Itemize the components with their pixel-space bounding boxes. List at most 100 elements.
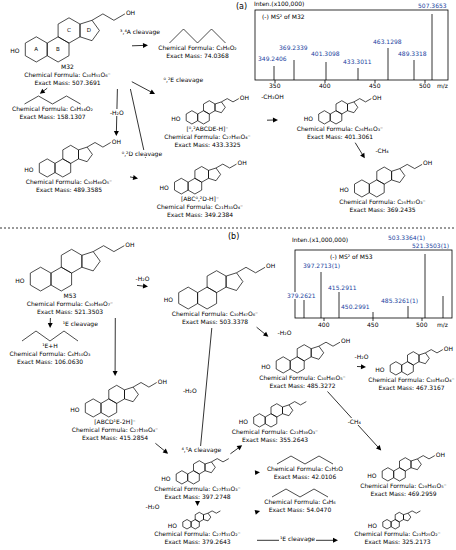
side-chain: [211, 459, 228, 462]
panel-label: (a): [236, 2, 247, 11]
arrow-label: -H₂O: [354, 353, 370, 360]
arrow-head: [263, 332, 268, 337]
ring: [205, 462, 215, 473]
arrow-label: ¹E cleavage: [279, 535, 316, 542]
formula-text: Exact Mass: 433.3325: [150, 141, 265, 149]
ring: [336, 101, 348, 114]
compound-node: Chemical Formula: C₃₀H₄₅O₅⁻Exact Mass: 4…: [250, 338, 355, 390]
fragment-chain: [277, 456, 333, 464]
ring: [383, 520, 391, 530]
hydroxyl-label: HO: [10, 47, 19, 54]
formula-text: Chemical Formula: C₄H₁₀O₃: [5, 350, 95, 358]
compound-node: Chemical Formula: C₂₆H₄₁O₃⁻Exact Mass: 4…: [280, 95, 400, 141]
bond-lines: [39, 143, 110, 178]
formula-text: Chemical Formula: C₂₅H₃₇O₃⁻: [320, 198, 445, 206]
side-chain: [237, 267, 266, 273]
formula-text: Exact Mass: 106.0630: [5, 358, 95, 366]
arrow-head: [143, 284, 148, 289]
axis-label: 450: [367, 321, 378, 328]
compound-node: Chemical Formula: C₂₇H₃₃O₃⁻Exact Mass: 3…: [140, 455, 255, 501]
bond-lines: [183, 511, 221, 529]
side-chain: [319, 342, 340, 346]
structure-drawing: [5, 240, 135, 292]
reaction-arrow: [137, 284, 148, 289]
formula-text: Chemical Formula: C₃₀H₄₉O₅⁻: [10, 178, 128, 186]
ring: [186, 111, 198, 124]
panel-label: (b): [228, 232, 239, 241]
arrow-head: [273, 118, 278, 123]
reaction-arrow: [198, 328, 212, 453]
ring: [209, 168, 221, 181]
structure-drawing: [5, 8, 130, 63]
peak-label: 401.3098: [311, 50, 340, 57]
axis-label: m/z: [437, 321, 448, 328]
bond-lines: [22, 331, 78, 341]
reaction-arrow: [328, 392, 382, 451]
formula-text: Chemical Formula: C₂H₂O: [262, 465, 348, 473]
bond-lines: [179, 267, 265, 309]
formula-text: Exact Mass: 415.2854: [50, 434, 180, 442]
side-chain: [133, 383, 157, 388]
arrow-head: [237, 445, 243, 450]
arrow-line: [137, 285, 144, 287]
ring: [63, 145, 79, 163]
arrow-label: ³,⁴A cleavage: [119, 28, 161, 35]
structure-drawing: [140, 455, 255, 485]
ring: [30, 267, 51, 291]
arrow-head: [333, 538, 338, 543]
peak-label: 503.3364(1): [388, 234, 425, 241]
ring: [39, 159, 55, 177]
axis-label: Inten.(x1,000,000): [292, 236, 348, 243]
structure-drawing: [262, 455, 348, 465]
compound-name: [⁰,²ABCDE-H]⁻: [150, 125, 265, 133]
arrow-label: -CH₃OH: [260, 93, 285, 100]
hydroxyl-label: HO: [261, 363, 270, 370]
arrow-line: [132, 82, 152, 93]
ring: [198, 287, 217, 309]
ring: [58, 18, 80, 43]
formula-text: Exact Mass: 369.2435: [320, 206, 445, 214]
hydroxyl-label: HO: [161, 475, 170, 482]
ring: [101, 399, 117, 417]
formula-text: Chemical Formula: C₂₃H₃₉O₃⁻: [220, 428, 330, 436]
hydroxyl-label: HO: [375, 366, 384, 373]
ring: [411, 459, 421, 470]
arrow-label: -H₂O: [182, 387, 198, 394]
ring: [195, 512, 203, 522]
arrow-label: ⁴,⁵A cleavage: [180, 446, 222, 453]
fragment-chain: [22, 331, 78, 341]
hydroxyl-label: HO: [368, 522, 377, 529]
formula-text: Exact Mass: 469.2959: [352, 490, 455, 498]
hydroxyl-label: OH: [372, 94, 381, 101]
ring: [61, 249, 82, 273]
reaction-arrow: [255, 470, 260, 475]
formula-text: Chemical Formula: C₃H₆O₂: [150, 44, 245, 52]
bond-lines: [390, 350, 443, 375]
compound-node: Chemical Formula: C₄H₆Exact Mass: 54.047…: [262, 488, 338, 514]
side-chain: [87, 143, 111, 148]
reaction-arrow: [195, 501, 200, 506]
arrow-line: [200, 328, 212, 449]
formula-text: Chemical Formula: C₂₇H₃₉O₄⁻: [50, 426, 180, 434]
arrow-label: -CH₄: [374, 147, 389, 154]
structure-drawing: [280, 95, 400, 125]
arrow-line: [130, 89, 144, 154]
spectrum-peaks: [274, 14, 432, 80]
formula-text: Exact Mass: 355.2643: [220, 436, 330, 444]
compound-name: M53: [5, 292, 135, 300]
ring: [404, 513, 411, 521]
bond-lines: [85, 383, 156, 418]
structure-drawing: [5, 95, 100, 105]
ring: [47, 37, 69, 62]
arrow-label: ⁰,²D cleavage: [121, 150, 163, 157]
ring: [400, 458, 412, 471]
side-chain: [221, 99, 238, 102]
ring-letter: B: [56, 46, 60, 53]
ring: [79, 147, 93, 162]
ring: [82, 252, 100, 271]
hydroxyl-label: HO: [15, 277, 24, 284]
ring: [276, 357, 290, 373]
bond-lines: [355, 164, 423, 197]
reaction-arrow: [355, 143, 365, 159]
